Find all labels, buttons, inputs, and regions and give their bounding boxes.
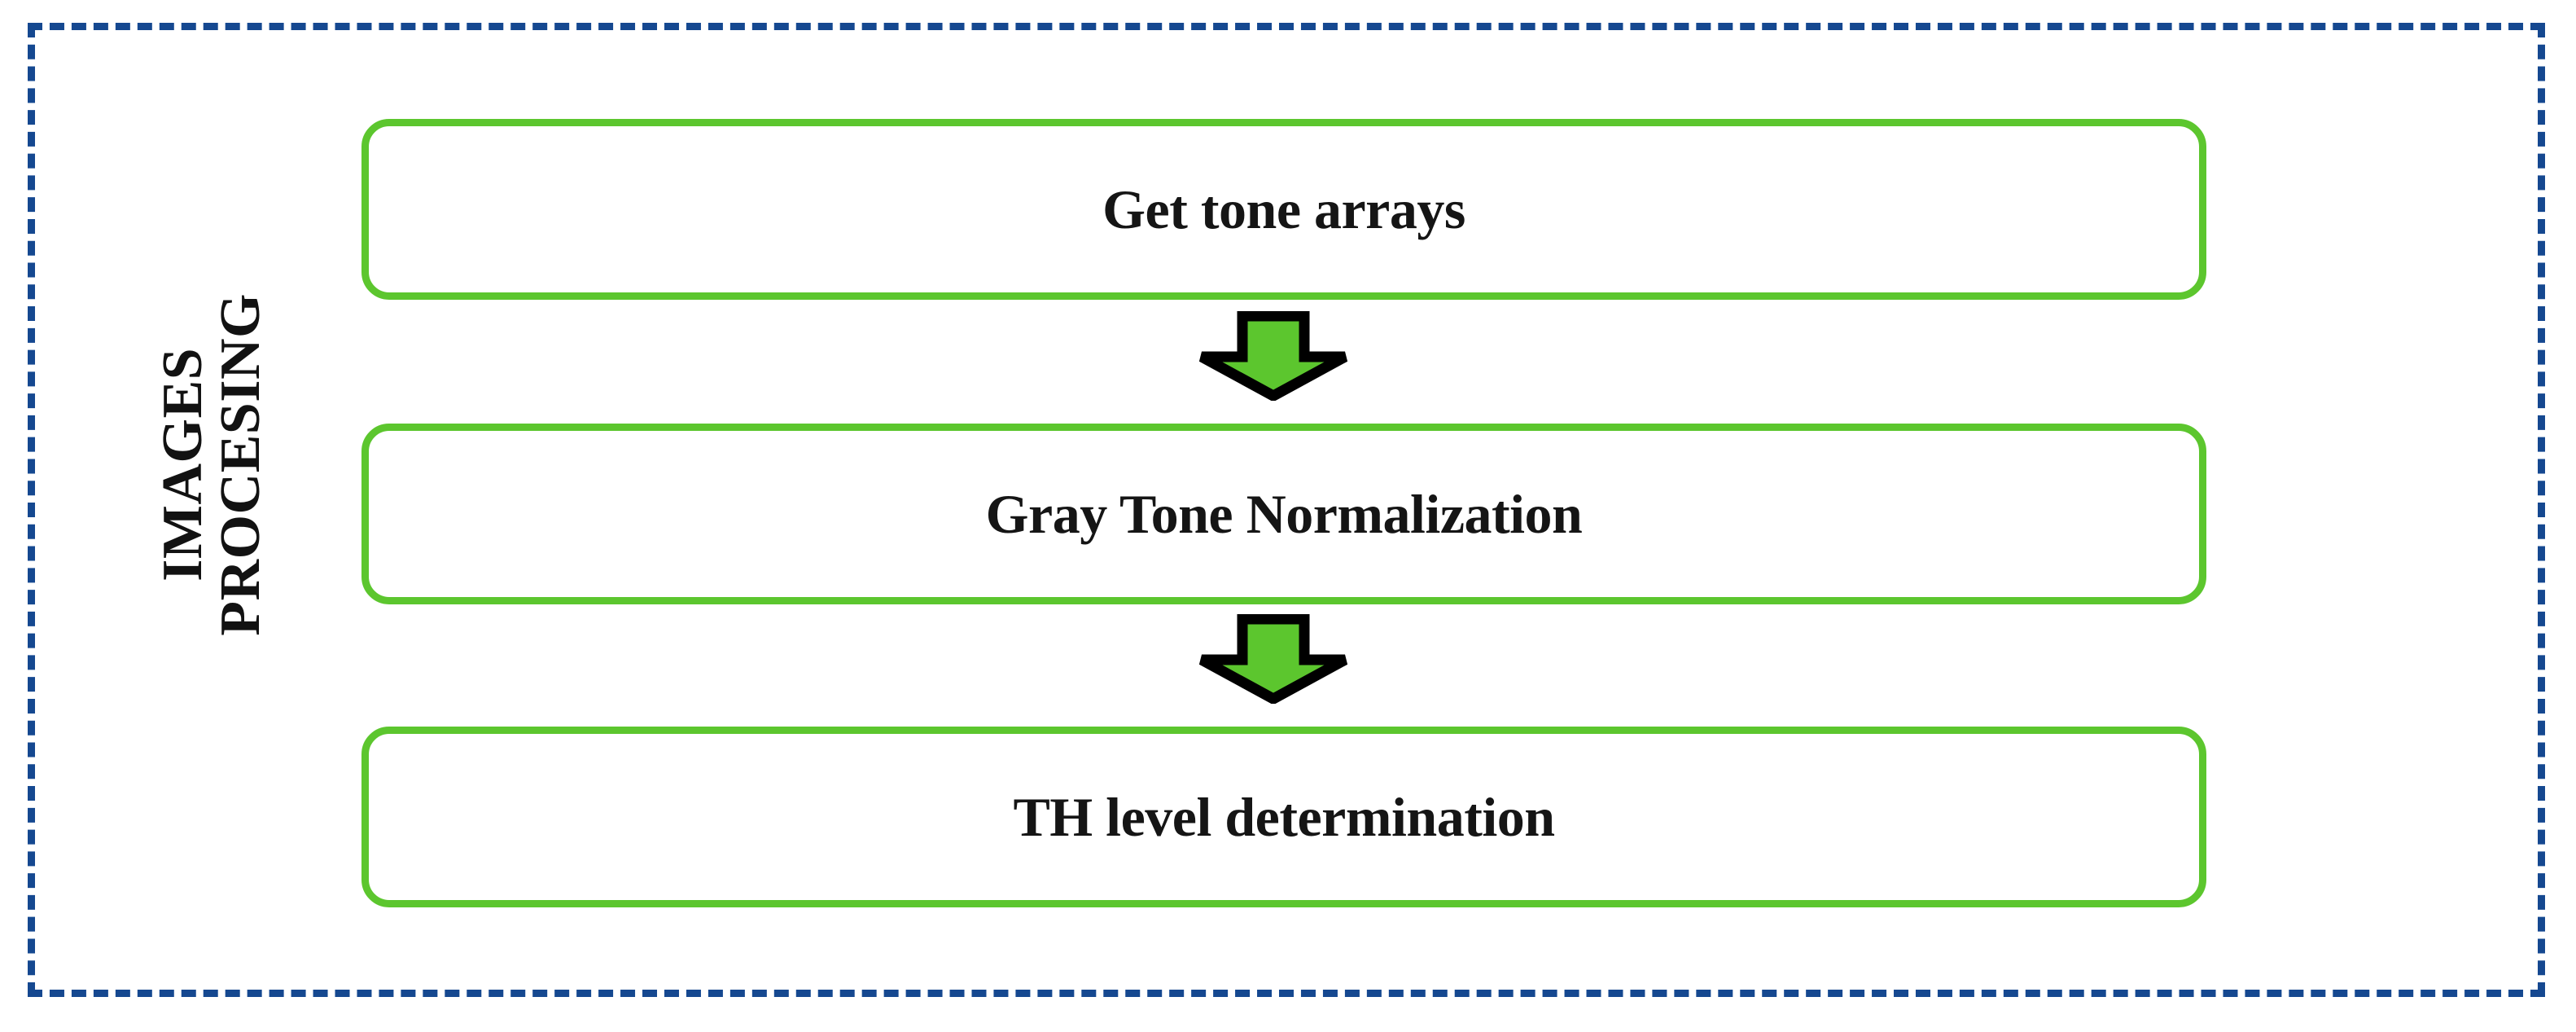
flow-step-box-th-level-determination[interactable]: TH level determination [361, 727, 2206, 907]
flow-step-label: Gray Tone Normalization [985, 482, 1583, 545]
flow-step-box-get-tone-arrays[interactable]: Get tone arrays [361, 119, 2206, 300]
flow-step-box-gray-tone-normalization[interactable]: Gray Tone Normalization [361, 424, 2206, 604]
images-processing-dashed-container [28, 23, 2545, 997]
down-block-arrow-icon [1192, 614, 1355, 704]
down-block-arrow-icon [1192, 311, 1355, 401]
flow-step-label: TH level determination [1013, 785, 1555, 848]
flow-step-label: Get tone arrays [1102, 178, 1465, 240]
flow-step-column: Get tone arrays Gray Tone Normalization … [361, 119, 2206, 907]
